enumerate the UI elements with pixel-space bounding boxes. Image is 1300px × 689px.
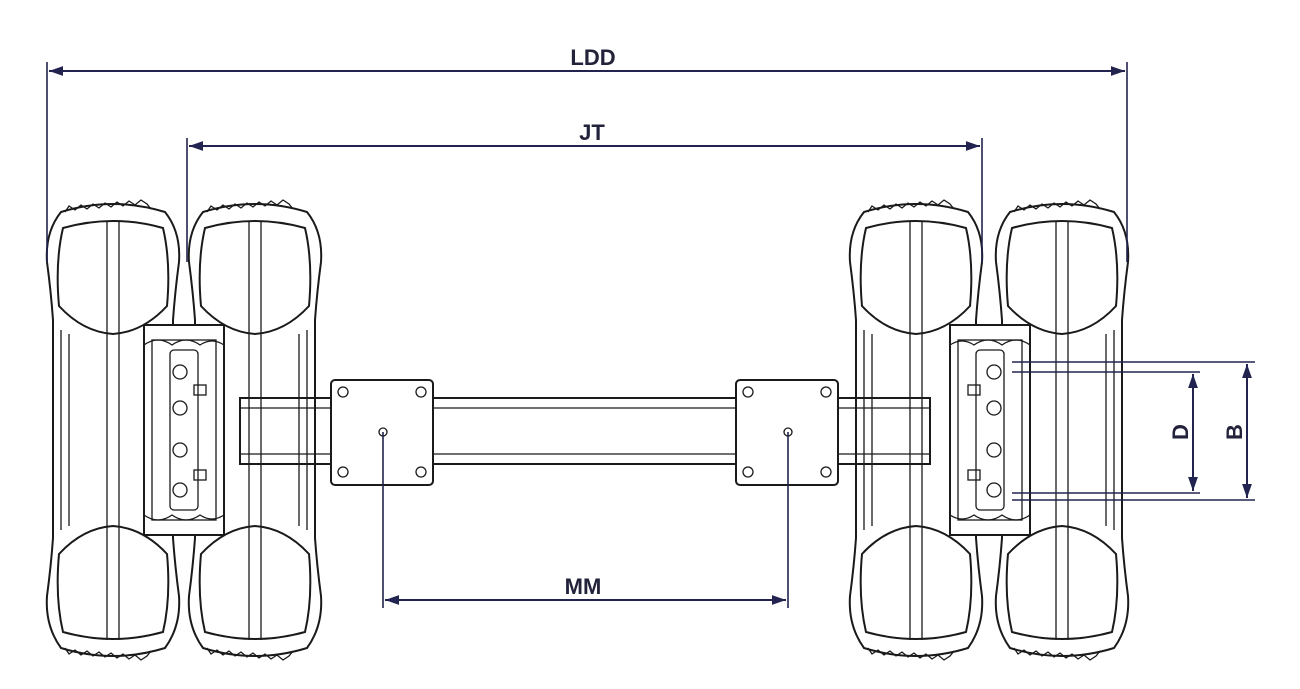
- ldd-dimension: LDD: [46, 45, 1128, 262]
- mm-dimension: MM: [382, 432, 789, 608]
- right-hub: [949, 324, 1031, 536]
- jt-label: JT: [579, 120, 605, 145]
- b-label: B: [1222, 424, 1247, 440]
- ldd-label: LDD: [570, 45, 615, 70]
- d-label: D: [1168, 424, 1193, 440]
- left-mounting-plate: [330, 379, 434, 486]
- left-hub: [143, 324, 225, 536]
- mm-label: MM: [565, 574, 602, 599]
- d-dimension: D: [1012, 371, 1200, 494]
- jt-dimension: JT: [186, 120, 983, 262]
- right-mounting-plate: [735, 379, 839, 486]
- b-dimension: B: [1012, 361, 1255, 501]
